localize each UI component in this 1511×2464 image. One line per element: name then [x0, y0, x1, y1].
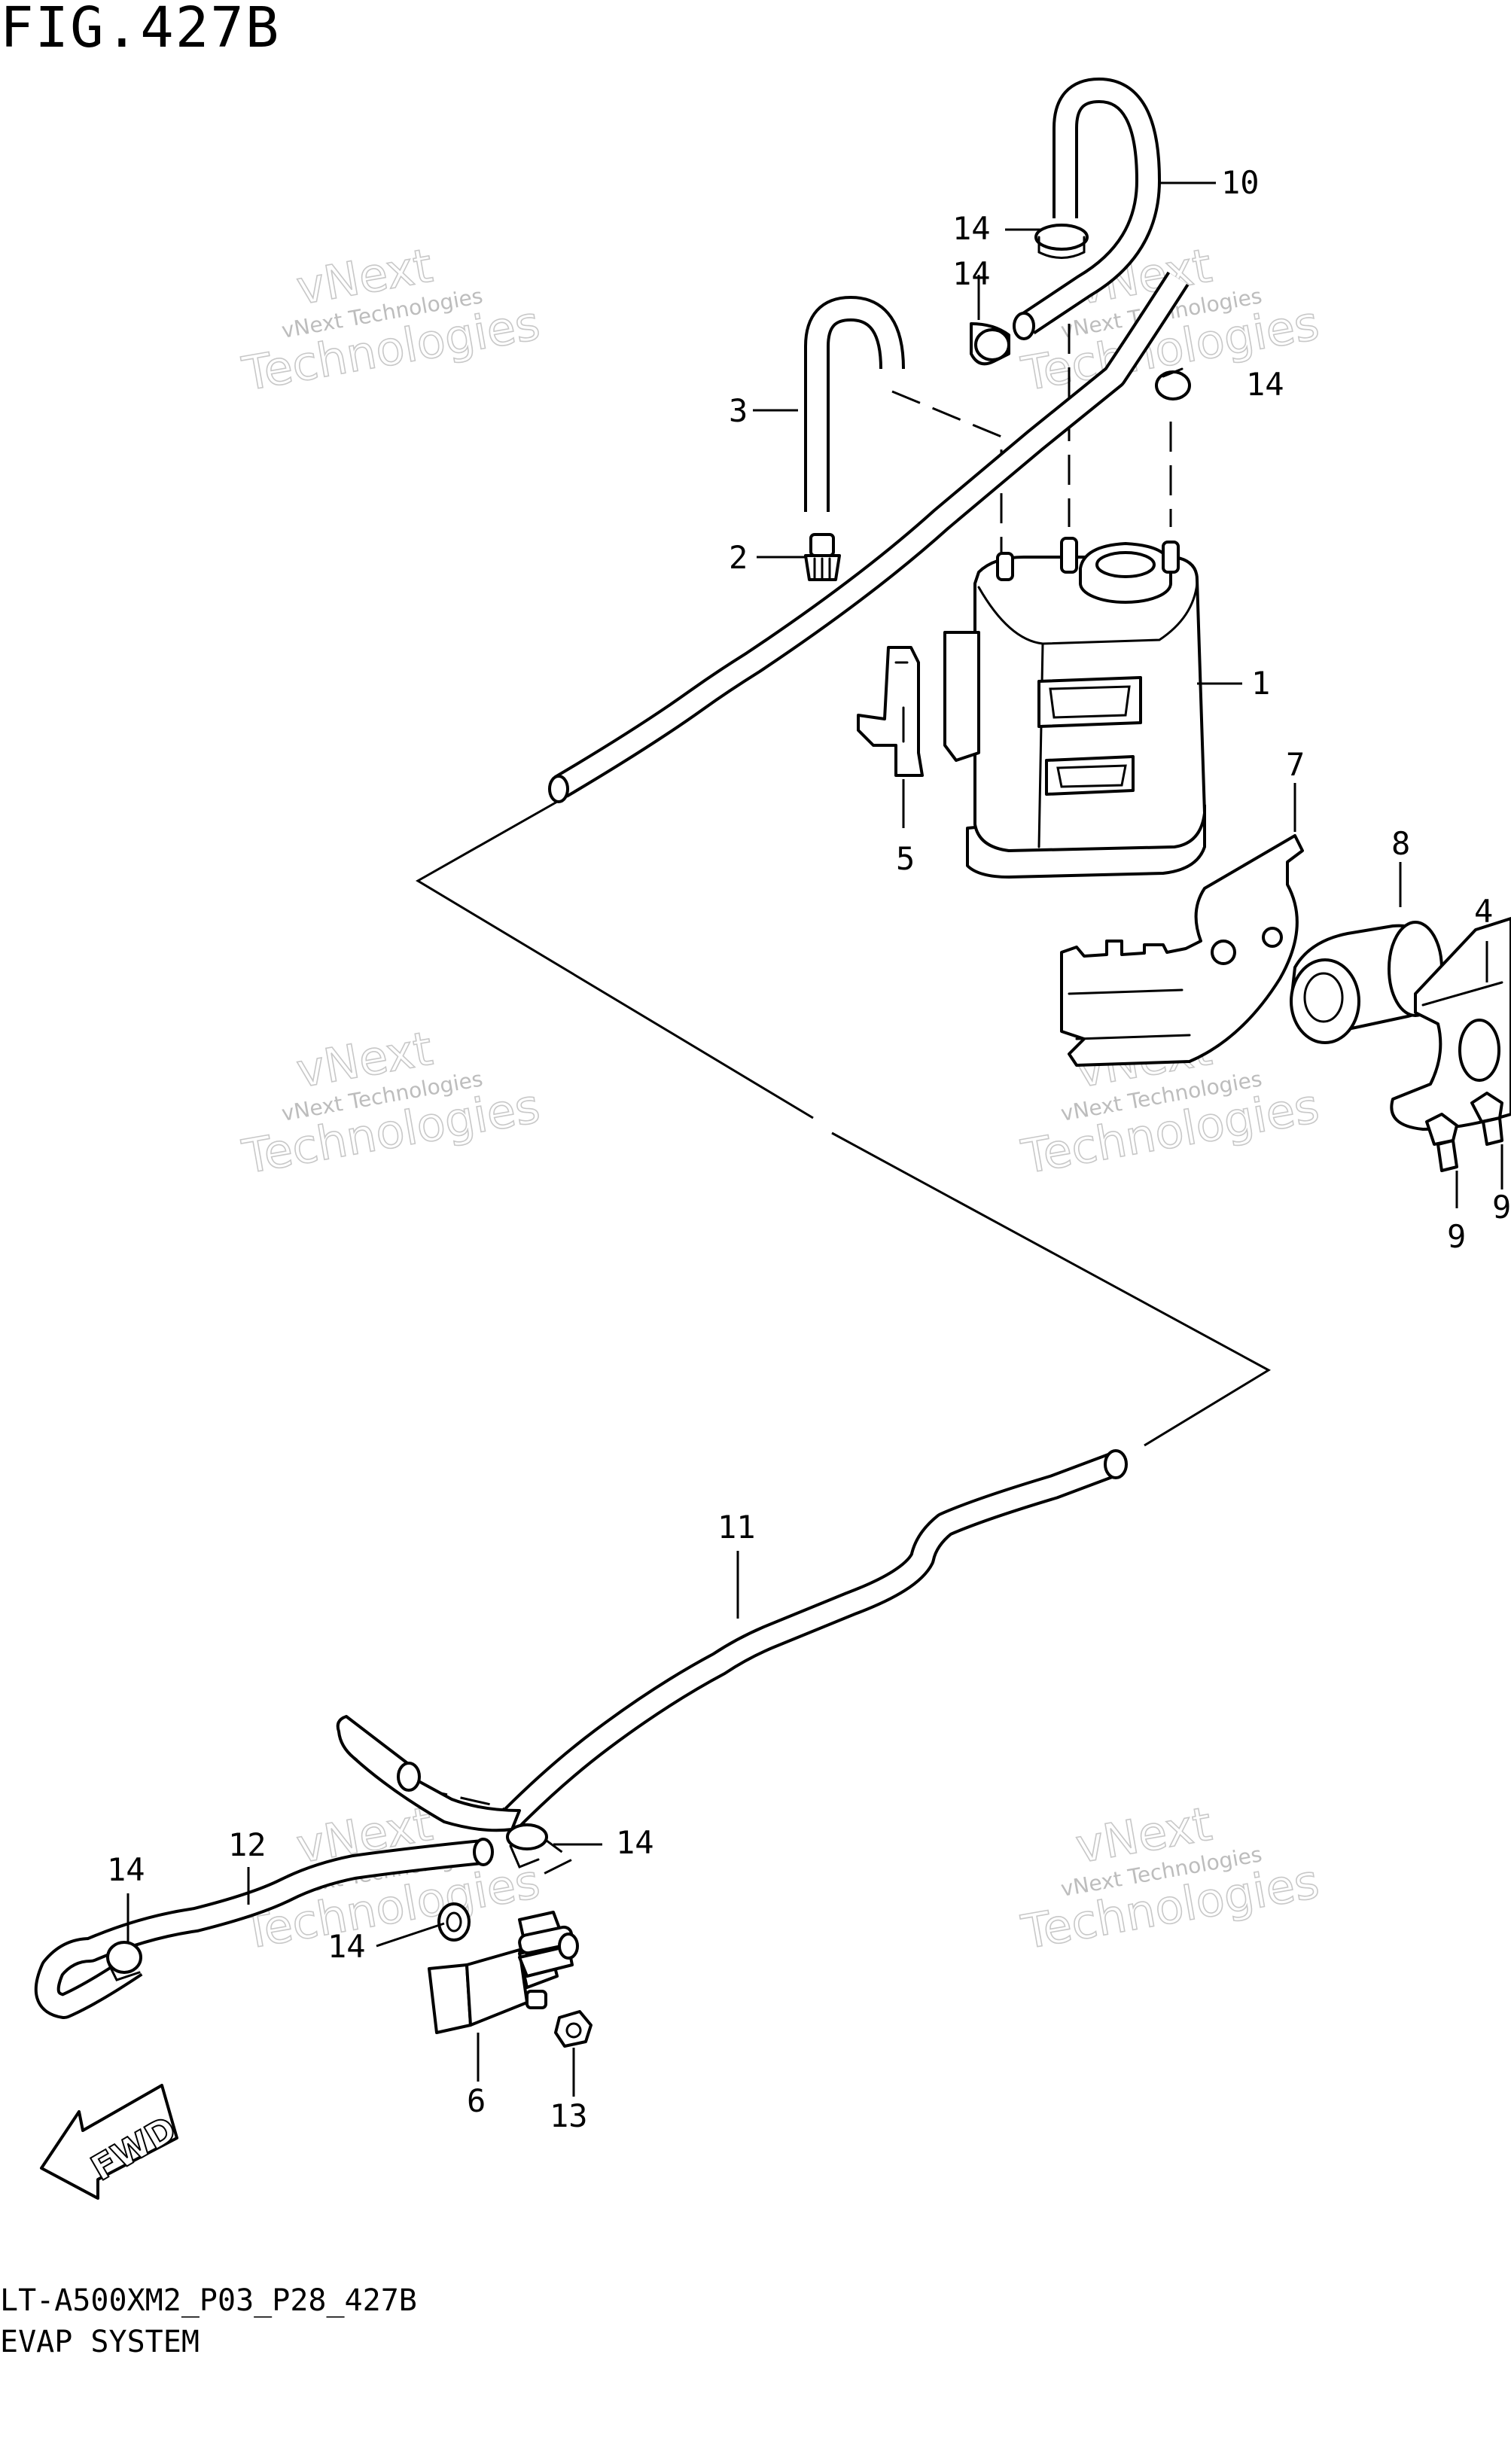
clamp-14-lower-middle: [437, 1902, 471, 1942]
callout-3: 3: [729, 392, 748, 429]
hose-11: [1013, 78, 1161, 340]
callout-4: 4: [1474, 893, 1493, 930]
fwd-arrow: FWD: [40, 2084, 184, 2200]
hose-13: [34, 1838, 494, 2019]
hose-3: [804, 296, 905, 512]
watermark-group: vNext vNext Technologies Technologies vN…: [238, 237, 1324, 1960]
fitting-2: [804, 533, 841, 581]
bolt-9-left: [1425, 1113, 1458, 1172]
bolt-10: [554, 2010, 593, 2048]
callout-14: 14: [616, 1824, 654, 1861]
hose-route-line: [831, 1131, 1272, 1447]
callout-14: 14: [1246, 366, 1284, 403]
cushion-8: [1290, 921, 1443, 1044]
hose-canister-to-left: [548, 271, 1190, 803]
section-name: EVAP SYSTEM: [0, 2325, 200, 2359]
clamp-14-lower-left: [106, 1941, 142, 1981]
callout-13: 12: [228, 1826, 267, 1863]
bracket-7: [1060, 834, 1304, 1067]
clamp-14-right: [1155, 367, 1191, 401]
clamp-14-upper: [1034, 224, 1089, 259]
callout-8: 8: [1391, 825, 1410, 862]
bracket-5: [857, 646, 924, 777]
drawing-code: LT-A500XM2_P03_P28_427B: [0, 2283, 417, 2318]
canister-1: [943, 537, 1206, 879]
callout-9: 9: [1492, 1189, 1511, 1226]
callout-14: 14: [952, 255, 991, 292]
leader-lines: [126, 181, 1503, 2097]
clamp-14-middle: [970, 322, 1010, 366]
callout-9: 9: [1447, 1218, 1466, 1255]
figure-title: FIG.427B: [0, 0, 281, 60]
callout-14: 14: [952, 210, 991, 247]
callout-6: 6: [467, 2082, 486, 2119]
callout-5: 5: [896, 840, 915, 877]
callout-14: 14: [327, 1928, 366, 1965]
callout-7: 7: [1286, 746, 1305, 783]
hose-route-dashed-line: [891, 390, 1003, 557]
bolt-9-right: [1470, 1092, 1503, 1146]
clamp-14-lower-right: [506, 1823, 548, 1869]
callout-12: 11: [717, 1509, 756, 1546]
callout-labels: 10 14 14 14 3 2 1 5 7 8 4 9 9 11 14 12 1…: [107, 164, 1511, 2134]
callout-1: 1: [1251, 665, 1270, 702]
callout-10: 13: [550, 2097, 588, 2134]
hose-12: [502, 1449, 1128, 1828]
hose-route-dashed-line: [417, 1786, 574, 1876]
callout-14: 14: [107, 1851, 145, 1888]
hose-route-line: [416, 800, 814, 1119]
hose-short-elbow: [336, 1715, 521, 1832]
callout-11: 10: [1221, 164, 1260, 201]
valve-6: [428, 1911, 579, 2034]
callout-2: 2: [729, 539, 748, 576]
bracket-4: [1390, 917, 1511, 1131]
